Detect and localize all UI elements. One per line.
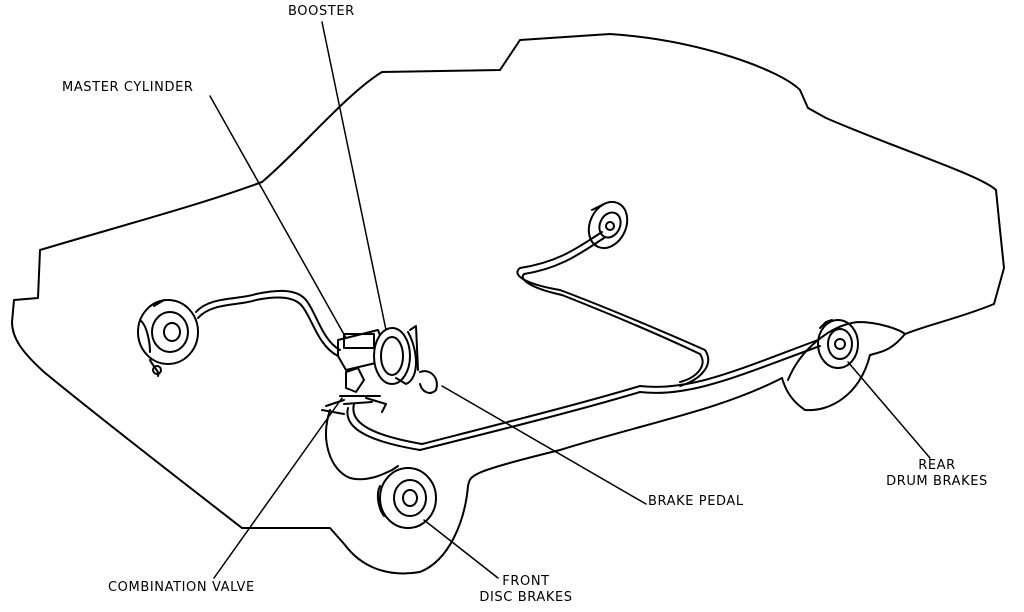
leader-rear-drum	[847, 361, 931, 459]
booster	[373, 327, 411, 385]
leader-master-cylinder	[209, 95, 347, 339]
rear-right-drum-brake	[817, 319, 859, 369]
brake-pedal	[419, 370, 438, 394]
label-master-cylinder: MASTER CYLINDER	[62, 80, 194, 95]
rear-left-drum-brake	[587, 200, 629, 250]
label-rear-drum-brakes: REAR DRUM BRAKES	[886, 458, 988, 489]
brake-line-front-left-2	[197, 296, 339, 357]
leader-booster	[321, 21, 387, 331]
front-right-disc-brake	[376, 465, 437, 529]
leader-brake-pedal	[441, 385, 647, 505]
brake-line-front-right	[325, 409, 393, 481]
brake-line-rear-left-2	[521, 237, 704, 383]
car-body-outline	[11, 33, 1005, 575]
brake-line-rear-left	[516, 231, 710, 387]
label-combination-valve: COMBINATION VALVE	[108, 580, 255, 595]
leader-front-disc	[423, 519, 499, 579]
leader-lines	[209, 21, 931, 579]
front-left-disc-brake	[137, 299, 199, 377]
rear-wheel-well	[787, 321, 906, 381]
brake-line-front-left	[195, 289, 341, 351]
label-booster: BOOSTER	[288, 4, 355, 19]
combination-valve	[345, 367, 365, 393]
brake-line-main-2	[352, 339, 819, 445]
label-brake-pedal: BRAKE PEDAL	[648, 494, 744, 509]
master-cylinder-booster	[321, 325, 419, 415]
label-front-disc-brakes: FRONT DISC BRAKES	[479, 574, 573, 605]
leader-combination-valve	[213, 397, 343, 579]
brake-line-main	[346, 345, 821, 451]
